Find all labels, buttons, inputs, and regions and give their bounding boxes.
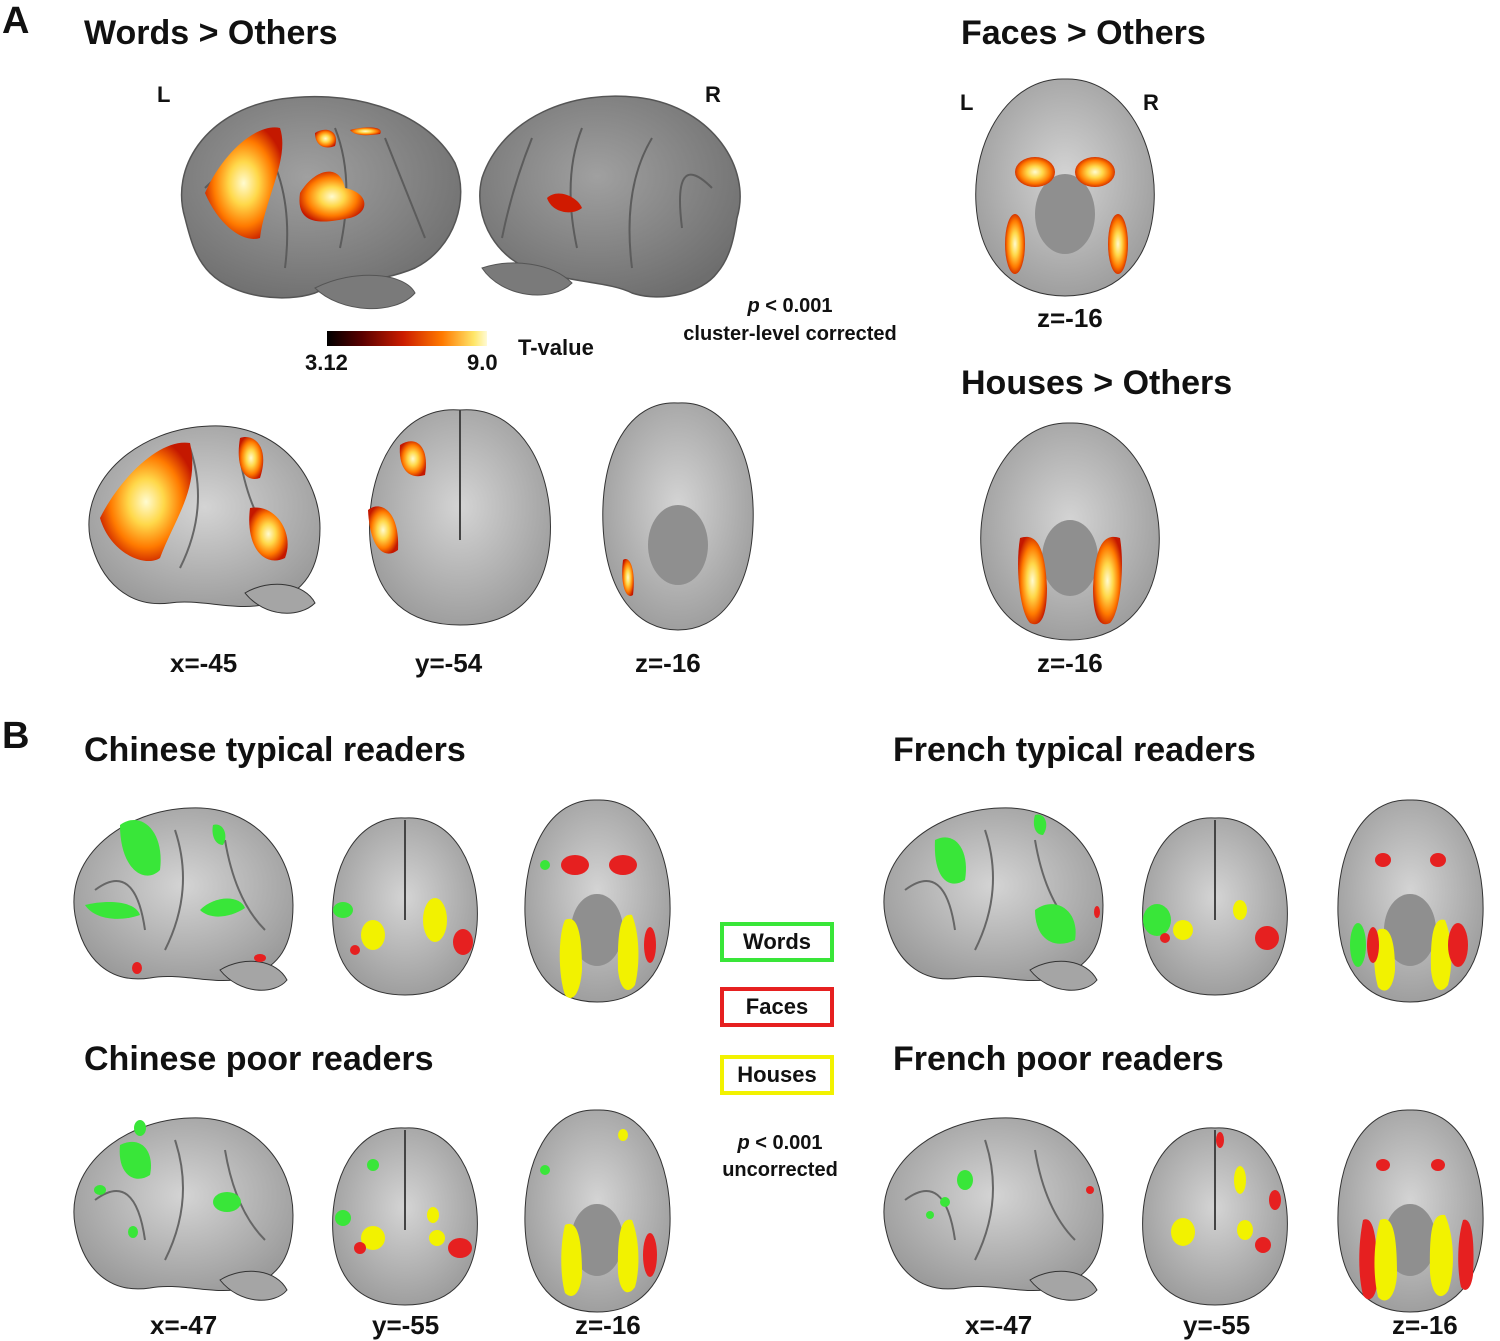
french-poor-title: French poor readers	[893, 1040, 1224, 1078]
colorbar-title: T-value	[518, 335, 594, 360]
panel-b-stat-threshold: p < 0.001	[737, 1132, 823, 1154]
chinese-poor-axial	[524, 1109, 671, 1313]
stat-p: p	[747, 295, 760, 317]
activation-right-temporal	[547, 193, 582, 213]
houses-others-title: Houses > Others	[961, 364, 1233, 402]
words-others-title: Words > Others	[84, 14, 338, 52]
panel-b-stat-correction: uncorrected	[722, 1159, 838, 1181]
coronal-slice-words	[368, 409, 551, 626]
chinese-poor-coronal	[332, 1127, 478, 1306]
panel-b-right-coord-x: x=-47	[965, 1310, 1033, 1340]
left-lateral-surface-brain	[180, 95, 462, 310]
faces-left-label: L	[960, 90, 974, 115]
french-typical-axial	[1337, 799, 1484, 1003]
chinese-typical-title: Chinese typical readers	[84, 731, 466, 769]
panel-letter-b: B	[2, 715, 30, 757]
french-typical-coronal	[1142, 817, 1288, 996]
panel-b-left-coord-z: z=-16	[575, 1310, 641, 1340]
legend-faces: Faces	[720, 987, 834, 1027]
panel-b-left-coord-y: y=-55	[372, 1310, 440, 1340]
faces-coord: z=-16	[1037, 303, 1103, 333]
faces-right-label: R	[1143, 90, 1159, 115]
axial-slice-words	[602, 402, 754, 631]
activation-left-temporal	[299, 171, 365, 222]
chinese-poor-sagittal	[73, 1117, 294, 1301]
panel-a-coord-x: x=-45	[170, 648, 238, 678]
french-poor-sagittal	[883, 1117, 1104, 1301]
faces-others-title: Faces > Others	[961, 14, 1206, 52]
french-poor-coronal	[1142, 1127, 1288, 1306]
stat-p-b: p	[737, 1132, 750, 1154]
activation-sagittal-frontal	[100, 442, 193, 562]
legend-houses: Houses	[720, 1055, 834, 1095]
french-typical-sagittal	[883, 807, 1104, 991]
panel-a-coord-y: y=-54	[415, 648, 483, 678]
activation-left-frontal	[205, 127, 283, 239]
panel-a-stat-correction: cluster-level corrected	[683, 323, 897, 345]
axial-slice-houses	[980, 422, 1160, 641]
french-poor-axial	[1337, 1109, 1484, 1313]
chinese-typical-coronal	[332, 817, 478, 996]
panel-b-right-coord-y: y=-55	[1183, 1310, 1251, 1340]
left-hemisphere-label: L	[157, 82, 171, 107]
colorbar-min-label: 3.12	[305, 350, 348, 375]
panel-b-right-coord-z: z=-16	[1392, 1310, 1458, 1340]
right-hemisphere-label: R	[705, 82, 721, 107]
chinese-typical-axial	[524, 799, 671, 1003]
axial-slice-faces	[975, 78, 1155, 297]
chinese-poor-title: Chinese poor readers	[84, 1040, 434, 1078]
right-lateral-surface-brain	[479, 95, 741, 298]
panel-a-coord-z: z=-16	[635, 648, 701, 678]
legend-words: Words	[720, 922, 834, 962]
panel-b-left-coord-x: x=-47	[150, 1310, 218, 1340]
t-value-colorbar	[327, 331, 487, 346]
houses-coord: z=-16	[1037, 648, 1103, 678]
sagittal-slice-words	[88, 425, 321, 614]
colorbar-max-label: 9.0	[467, 350, 498, 375]
french-typical-title: French typical readers	[893, 731, 1256, 769]
chinese-typical-sagittal	[73, 807, 294, 991]
panel-a-stat-threshold: p < 0.001	[747, 295, 833, 317]
panel-letter-a: A	[2, 0, 30, 42]
